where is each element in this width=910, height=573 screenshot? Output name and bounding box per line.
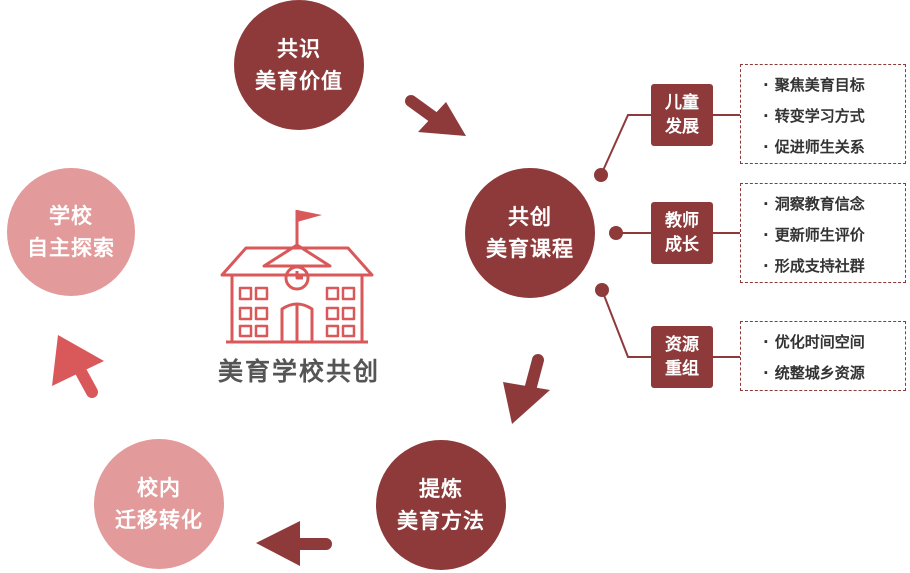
node-gongshi: 共识 美育价值 (234, 0, 364, 130)
center-label: 美育学校共创 (217, 357, 380, 386)
branch-1-line1: 儿童 (665, 93, 699, 113)
node-gongshi-line1: 共识 (277, 37, 321, 61)
branch-box-2: 教师 成长 (651, 202, 713, 264)
connector-dot-3 (595, 283, 609, 297)
branch-3-line1: 资源 (665, 335, 699, 355)
list-item: 优化时间空间 (763, 327, 905, 358)
node-gongchuang: 共创 美育课程 (465, 168, 595, 298)
branch-1-line2: 发展 (665, 117, 699, 137)
node-gongshi-line2: 美育价值 (255, 69, 343, 93)
branch-box-3: 资源 重组 (651, 326, 713, 388)
node-tilian: 提炼 美育方法 (376, 440, 506, 570)
node-tilian-line2: 美育方法 (397, 509, 485, 533)
node-gongchuang-line2: 美育课程 (486, 237, 574, 261)
branch-2-line1: 教师 (665, 211, 699, 231)
node-xiaonei-line2: 迁移转化 (115, 508, 203, 532)
branch-3-list: 优化时间空间 统整城乡资源 (740, 321, 906, 391)
connector-dot-2 (609, 226, 623, 240)
list-item: 更新师生评价 (763, 220, 905, 251)
list-item: 统整城乡资源 (763, 358, 905, 389)
node-xuexiao-line1: 学校 (49, 204, 93, 228)
branch-box-1: 儿童 发展 (651, 84, 713, 146)
node-xuexiao-line2: 自主探索 (27, 236, 115, 260)
branch-connectors (600, 114, 740, 358)
node-gongchuang-line1: 共创 (508, 205, 552, 229)
branch-3-line2: 重组 (665, 359, 699, 379)
school-building-icon (220, 210, 374, 344)
branch-1-list: 聚焦美育目标 转变学习方式 促进师生关系 (740, 64, 906, 164)
node-xuexiao: 学校 自主探索 (7, 168, 135, 296)
arrow-gongshi-to-gongchuang (405, 95, 466, 136)
branch-2-list: 洞察教育信念 更新师生评价 形成支持社群 (740, 183, 906, 283)
list-item: 促进师生关系 (763, 132, 905, 163)
connector-dot-1 (594, 168, 608, 182)
list-item: 聚焦美育目标 (763, 70, 905, 101)
list-item: 洞察教育信念 (763, 189, 905, 220)
branch-2-line2: 成长 (665, 235, 699, 255)
arrow-xiaonei-to-xuexiao (52, 335, 104, 398)
arrow-tilian-to-xiaonei (256, 521, 332, 566)
node-xiaonei-line1: 校内 (137, 476, 181, 500)
node-xiaonei: 校内 迁移转化 (94, 439, 224, 569)
list-item: 形成支持社群 (763, 251, 905, 282)
arrow-gongchuang-to-tilian (503, 354, 550, 424)
list-item: 转变学习方式 (763, 101, 905, 132)
node-tilian-line1: 提炼 (419, 477, 463, 501)
